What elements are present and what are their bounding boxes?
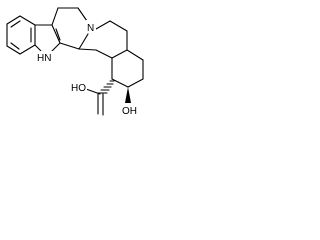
svg-text:HO: HO bbox=[71, 83, 86, 94]
wedge-bond bbox=[125, 87, 131, 103]
ring-e bbox=[111, 49, 144, 88]
atom-label-n: N bbox=[86, 20, 96, 34]
atom-label-hn: HN bbox=[36, 51, 53, 64]
yohimbine-structure-diagram: HN N HO OH bbox=[6, 7, 144, 117]
ring-d bbox=[78, 20, 128, 59]
hashed-bond bbox=[97, 80, 115, 94]
svg-text:OH: OH bbox=[122, 106, 137, 117]
benzene-ring bbox=[6, 15, 36, 55]
svg-text:N: N bbox=[87, 23, 94, 34]
substituents bbox=[85, 80, 131, 116]
atom-label-ho-acid: HO bbox=[70, 81, 87, 94]
pyrrole-ring bbox=[34, 24, 61, 56]
svg-text:HN: HN bbox=[37, 53, 51, 64]
atom-label-oh: OH bbox=[121, 104, 138, 117]
ring-c bbox=[51, 7, 89, 50]
